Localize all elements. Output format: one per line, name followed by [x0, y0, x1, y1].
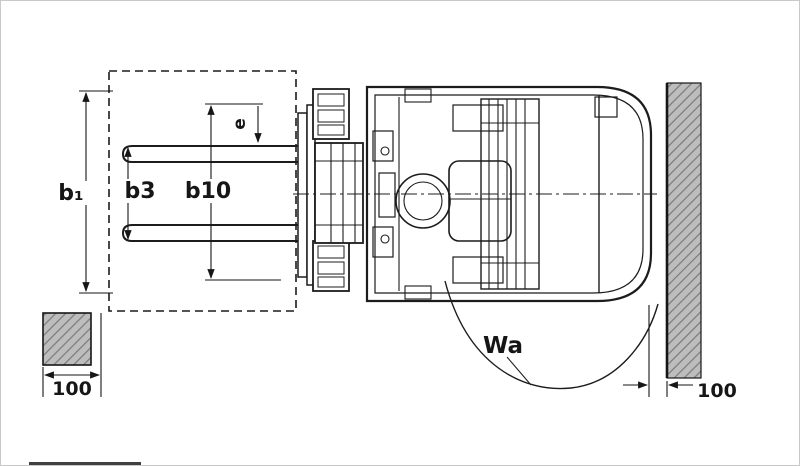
- label-left-clearance: 100: [52, 378, 92, 400]
- label-b1: b₁: [58, 181, 83, 206]
- lift-cylinder: [378, 172, 396, 218]
- obstacles: [42, 82, 702, 379]
- load-area-outline: [108, 70, 297, 312]
- guard-post-lower: [404, 285, 432, 300]
- fork-upper: [121, 145, 303, 163]
- dimension-lines: [42, 90, 693, 397]
- label-e: e: [230, 118, 250, 130]
- label-backgrounds: [53, 179, 231, 205]
- guard-post-upper: [404, 88, 432, 103]
- edge-artifact: [29, 462, 141, 465]
- wall: [666, 82, 702, 379]
- forklift-top-view: [293, 85, 657, 303]
- dashboard: [452, 104, 504, 132]
- mast-assembly: [314, 142, 364, 244]
- fork-lower: [121, 224, 303, 242]
- front-wheel-upper: [312, 88, 350, 140]
- tilt-cylinder-upper: [372, 130, 394, 162]
- obstacle-block: [42, 312, 92, 366]
- label-wa: Wa: [483, 333, 523, 359]
- tilt-cylinder-lower: [372, 226, 394, 258]
- turning-radius: [444, 280, 659, 390]
- label-right-clearance: 100: [697, 380, 737, 402]
- wa-leader-line: [506, 356, 532, 386]
- body-inner-line: [374, 94, 644, 294]
- battery-cover: [452, 256, 504, 284]
- label-b10: b10: [185, 179, 231, 204]
- rear-lamp: [594, 96, 618, 118]
- label-b3: b3: [124, 179, 155, 204]
- seat: [448, 160, 512, 242]
- turning-radius-arc: [444, 280, 659, 390]
- carriage-plate: [297, 112, 308, 278]
- steering-wheel: [395, 173, 451, 229]
